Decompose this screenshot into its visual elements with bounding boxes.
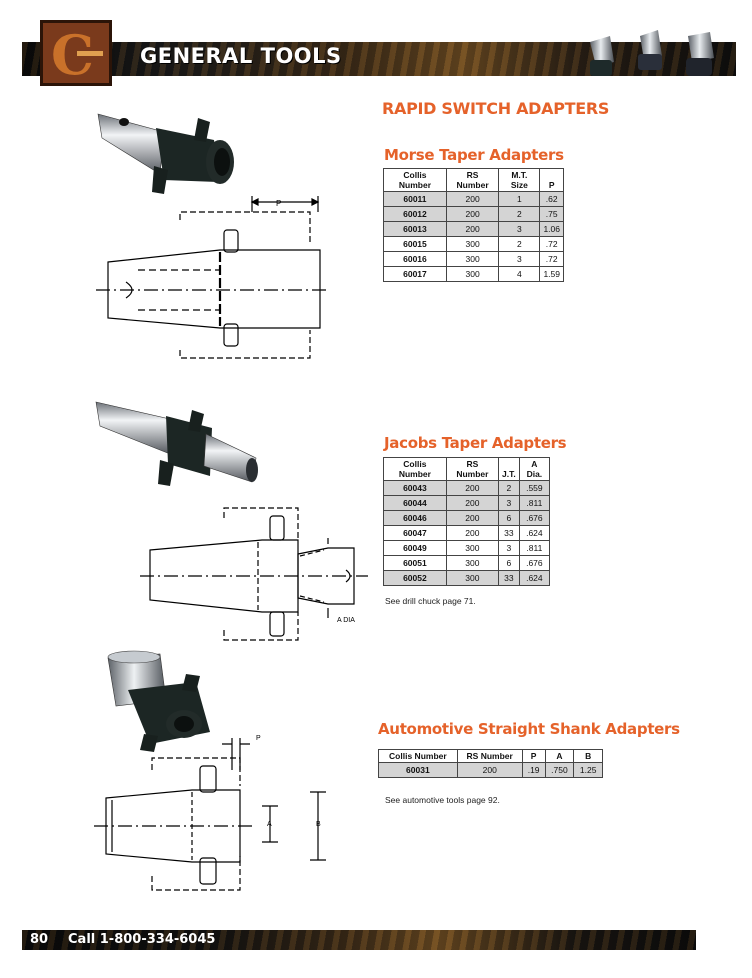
jacobs-adapter-drawing: A DIA bbox=[140, 507, 368, 641]
auto-note: See automotive tools page 92. bbox=[385, 795, 500, 805]
morse-col-p: P bbox=[539, 168, 564, 192]
morse-title: Morse Taper Adapters bbox=[384, 146, 564, 164]
page-footer: 80 Call 1-800-334-6045 bbox=[22, 930, 696, 950]
brand-title: GENERAL TOOLS bbox=[140, 44, 342, 68]
jacobs-adapter-photo bbox=[95, 401, 258, 486]
auto-col-a: A bbox=[544, 749, 575, 763]
auto-dim-p-label: P bbox=[256, 735, 261, 742]
auto-adapter-photo bbox=[107, 650, 210, 752]
jacobs-title: Jacobs Taper Adapters bbox=[384, 434, 567, 452]
morse-adapter-drawing: P bbox=[96, 196, 328, 359]
header-adapters-image bbox=[590, 30, 714, 76]
main-title: RAPID SWITCH ADAPTERS bbox=[382, 99, 610, 118]
jacobs-col-a: A Dia. bbox=[518, 457, 551, 481]
header-band bbox=[22, 42, 736, 76]
jacobs-note: See drill chuck page 71. bbox=[385, 596, 476, 606]
auto-adapter-drawing: P A B bbox=[94, 735, 326, 891]
auto-dim-a-label: A bbox=[267, 821, 272, 828]
jacobs-col-collis: Collis Number bbox=[383, 457, 447, 481]
jacobs-dim-a-label: A DIA bbox=[337, 617, 355, 624]
auto-col-p: P bbox=[521, 749, 546, 763]
auto-title: Automotive Straight Shank Adapters bbox=[378, 720, 680, 738]
auto-col-b: B bbox=[573, 749, 603, 763]
page-number: 80 bbox=[30, 932, 49, 947]
phone-number: Call 1-800-334-6045 bbox=[68, 932, 216, 947]
morse-dim-p-label: P bbox=[276, 199, 281, 208]
morse-col-collis: Collis Number bbox=[383, 168, 447, 192]
auto-col-collis: Collis Number bbox=[378, 749, 458, 763]
jacobs-table: Collis Number RS Number J.T. A Dia. 6004… bbox=[383, 457, 551, 586]
auto-dim-b-label: B bbox=[316, 821, 321, 828]
morse-col-rs: RS Number bbox=[445, 168, 500, 192]
jacobs-col-rs: RS Number bbox=[445, 457, 500, 481]
collis-logo: C bbox=[40, 20, 112, 86]
morse-col-mt: M.T. Size bbox=[498, 168, 541, 192]
page-header: C GENERAL TOOLS bbox=[22, 20, 736, 86]
jacobs-col-jt: J.T. bbox=[498, 457, 520, 481]
morse-table: Collis Number RS Number M.T. Size P 6001… bbox=[383, 168, 564, 282]
auto-col-rs: RS Number bbox=[456, 749, 523, 763]
morse-adapter-photo bbox=[97, 113, 234, 194]
